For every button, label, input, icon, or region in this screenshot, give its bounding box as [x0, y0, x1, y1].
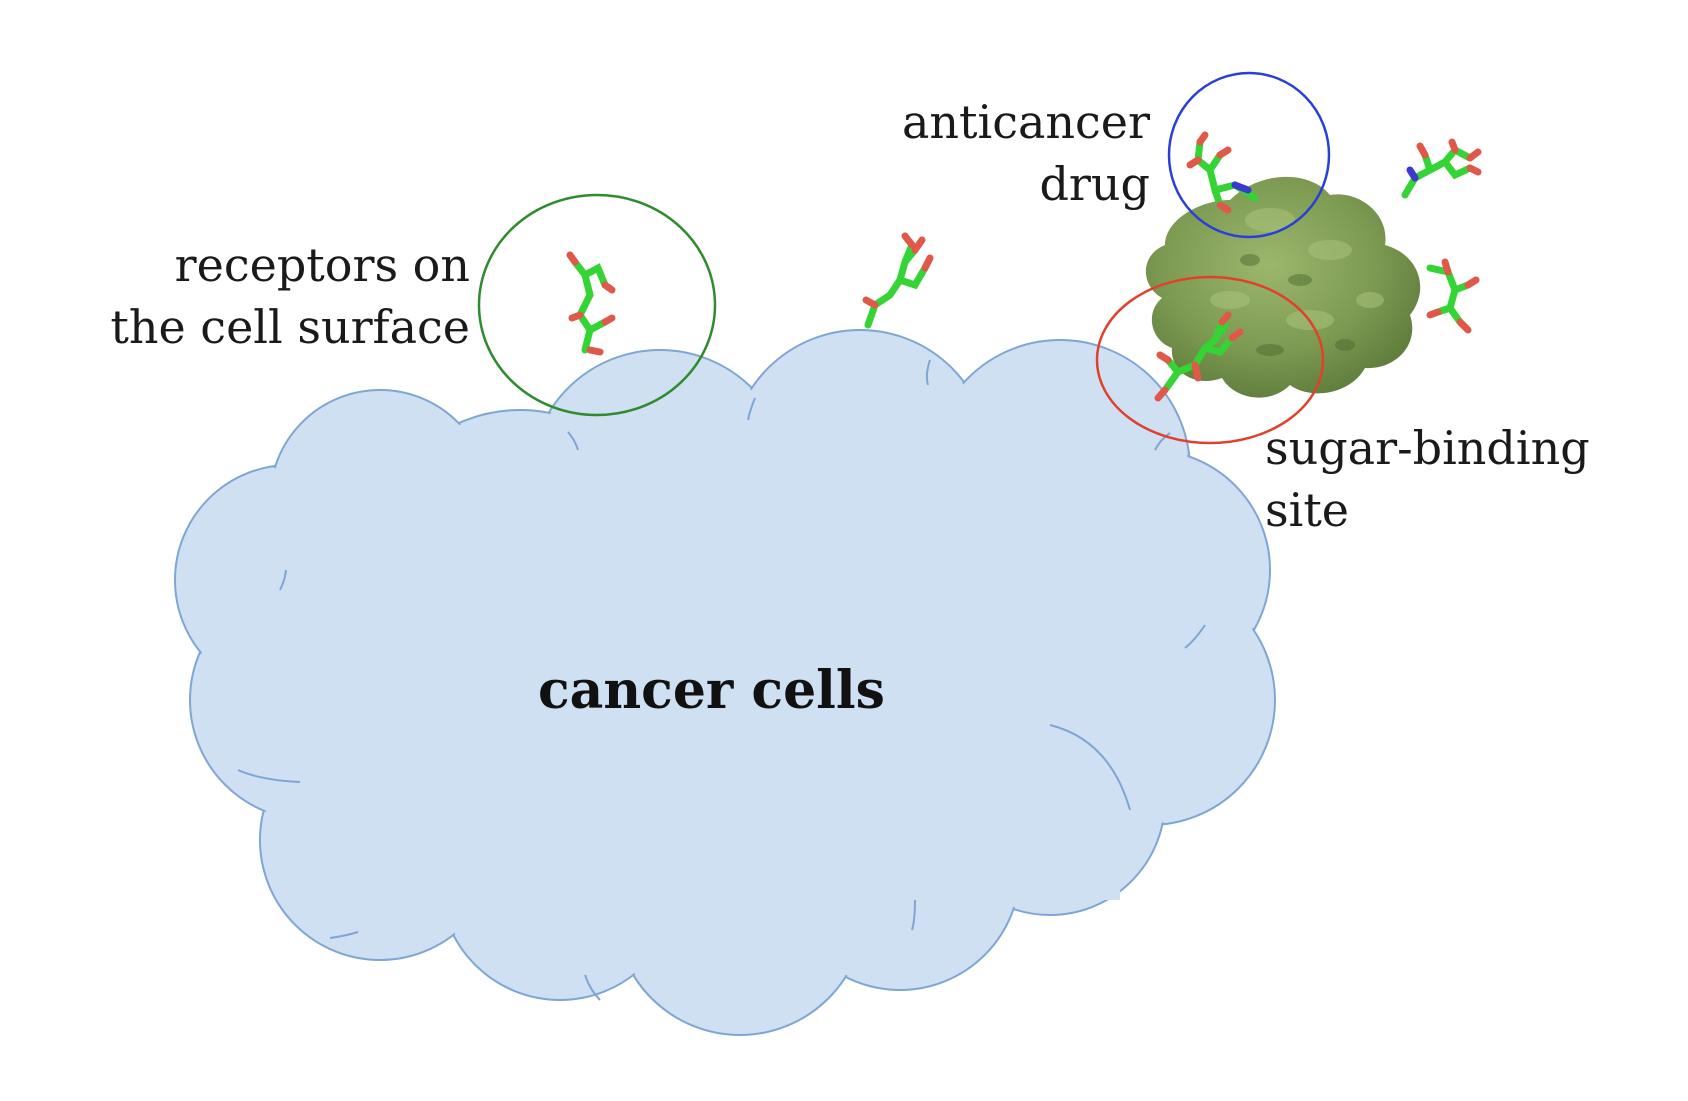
sugar-molecule-icon: [1426, 258, 1480, 334]
sugar-molecule-icon: [1154, 311, 1244, 402]
cancer-cells-label: cancer cells: [538, 660, 885, 721]
receptors-label: receptors on the cell surface: [100, 234, 470, 358]
protein-surface-icon: [1145, 176, 1421, 398]
sugar-binding-site-label-line2: site: [1265, 483, 1350, 537]
sugar-molecule-icon: [566, 251, 616, 356]
sugar-binding-site-label-line1: sugar-binding: [1265, 421, 1590, 475]
sugar-molecule-icon: [862, 232, 934, 329]
cancer-cell-cloud: [174, 329, 1276, 1036]
binding-site-highlight-circle: [1095, 275, 1325, 445]
sugar-binding-site-label: sugar-binding site: [1265, 417, 1625, 541]
sugar-molecule-icon: [1401, 138, 1482, 199]
anticancer-drug-label-line1: anticancer: [901, 95, 1150, 149]
anticancer-drug-label: anticancer drug: [880, 91, 1150, 215]
sugar-molecule-icon: [1186, 131, 1259, 214]
receptor-highlight-circle: [477, 193, 717, 417]
anticancer-drug-label-line2: drug: [1039, 157, 1150, 211]
receptors-label-line1: receptors on: [174, 238, 470, 292]
receptors-label-line2: the cell surface: [110, 300, 470, 354]
drug-highlight-circle: [1167, 71, 1331, 239]
